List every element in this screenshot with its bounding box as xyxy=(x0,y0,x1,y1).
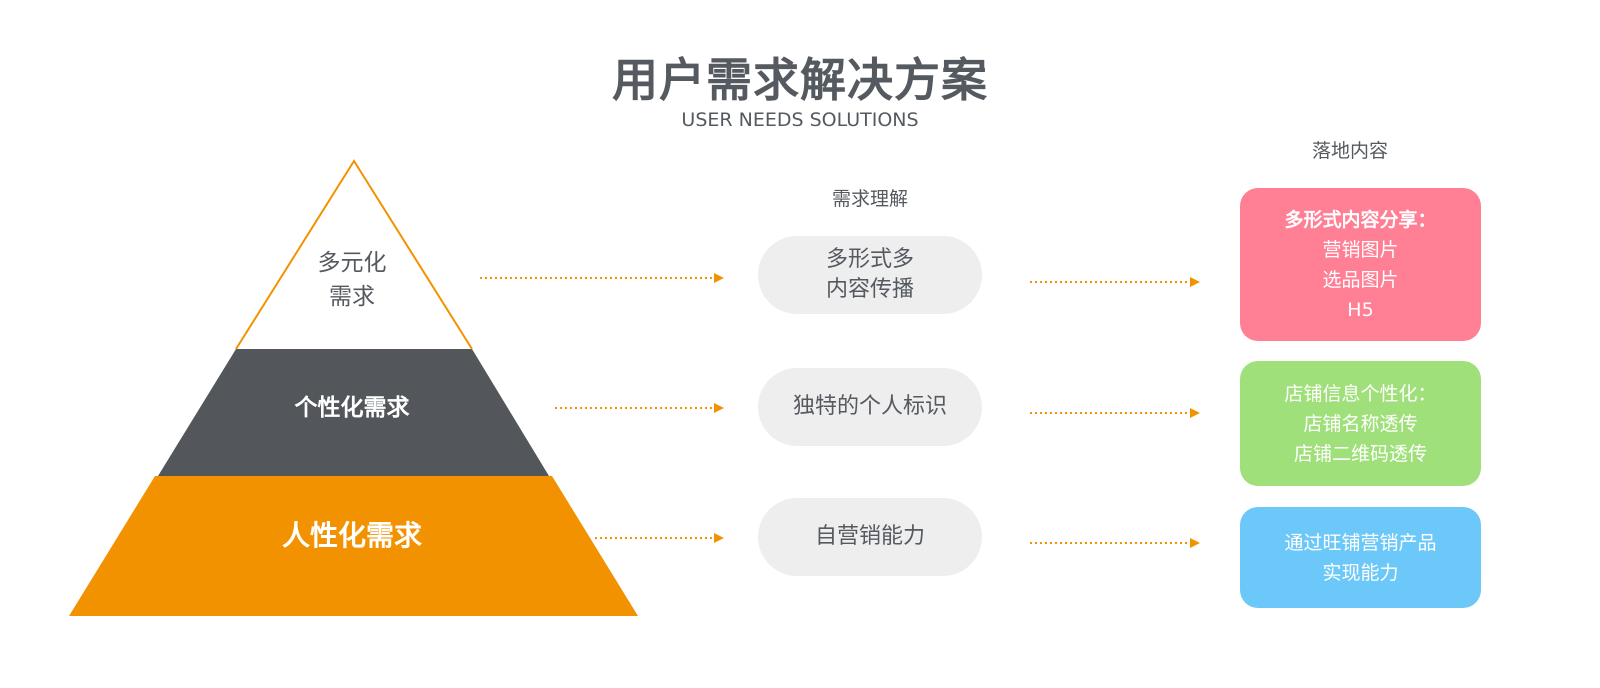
page-subtitle: USER NEEDS SOLUTIONS xyxy=(681,109,919,131)
column-heading-delivery: 落地内容 xyxy=(1311,140,1388,162)
understanding-pill-unique-identity: 独特的个人标识 xyxy=(758,368,982,446)
column-heading-understanding: 需求理解 xyxy=(831,188,908,210)
pill-line: 自营销能力 xyxy=(814,524,925,549)
pyramid-tier-humanized xyxy=(69,476,638,616)
card-item: 通过旺铺营销产品 xyxy=(1284,531,1437,554)
card-item: 店铺名称透传 xyxy=(1303,412,1418,435)
card-item: H5 xyxy=(1347,298,1374,321)
pyramid-outline xyxy=(235,159,473,350)
understanding-pill-multi-format: 多形式多 内容传播 xyxy=(758,236,982,314)
pill-line: 多形式多 xyxy=(825,247,914,272)
page-title: 用户需求解决方案 xyxy=(612,53,988,107)
pill-line: 内容传播 xyxy=(825,277,914,302)
understanding-pill-self-marketing: 自营销能力 xyxy=(758,498,982,576)
delivery-card-shop-personalization: 店铺信息个性化： 店铺名称透传 店铺二维码透传 xyxy=(1240,361,1481,486)
card-heading: 店铺信息个性化： xyxy=(1284,382,1437,405)
tier-label-line: 需求 xyxy=(329,284,375,310)
pyramid-tier-diversified-label: 多元化 需求 xyxy=(252,246,452,314)
card-item: 实现能力 xyxy=(1322,561,1399,584)
delivery-card-marketing-capability: 通过旺铺营销产品 实现能力 xyxy=(1240,507,1481,608)
card-item: 营销图片 xyxy=(1322,238,1399,261)
pyramid-tier-personalized-label: 个性化需求 xyxy=(294,395,410,421)
card-heading: 多形式内容分享： xyxy=(1284,208,1437,231)
tier-label-line: 多元化 xyxy=(317,250,387,276)
pyramid-tier-personalized xyxy=(158,349,549,476)
card-item: 选品图片 xyxy=(1322,268,1399,291)
pyramid-tier-diversified xyxy=(236,161,472,349)
pill-line: 独特的个人标识 xyxy=(792,394,947,419)
delivery-card-content-sharing: 多形式内容分享： 营销图片 选品图片 H5 xyxy=(1240,188,1481,341)
pyramid-tier-humanized-label: 人性化需求 xyxy=(281,519,422,552)
card-item: 店铺二维码透传 xyxy=(1293,442,1427,465)
